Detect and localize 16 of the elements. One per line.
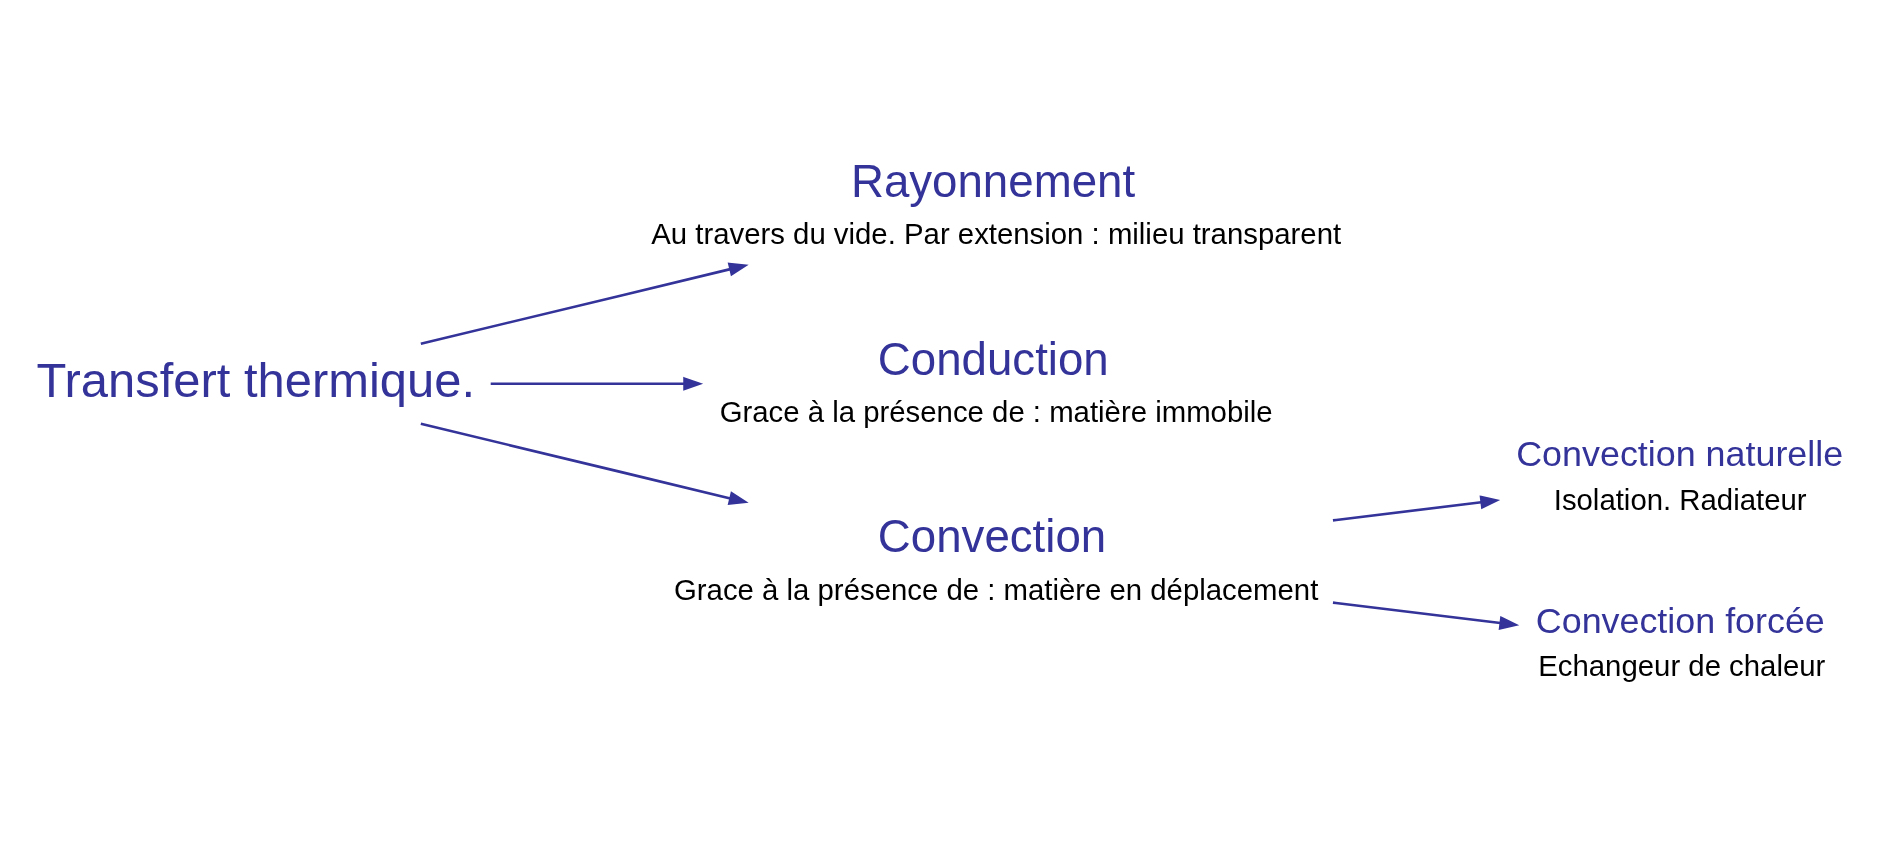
node-label: Grace à la présence de : matière immobile bbox=[719, 394, 1273, 428]
arrow bbox=[490, 376, 704, 391]
arrow bbox=[420, 422, 749, 505]
node-text: Rayonnement bbox=[850, 155, 1136, 207]
node-label: Isolation. Radiateur bbox=[1553, 482, 1807, 516]
arrow bbox=[1332, 601, 1520, 630]
node-text: Convection forcée bbox=[1535, 600, 1825, 641]
arrow bbox=[420, 262, 749, 346]
node-text: Convection naturelle bbox=[1516, 434, 1844, 475]
node-label: Au travers du vide. Par extension : milieu transparent bbox=[651, 217, 1342, 251]
node-text: Conduction bbox=[877, 333, 1109, 385]
node-label: Grace à la présence de : matière en déplacement bbox=[674, 572, 1319, 606]
node-label: Echangeur de chaleur bbox=[1538, 649, 1826, 683]
node-text: Convection bbox=[877, 511, 1107, 563]
arrow bbox=[1332, 495, 1501, 522]
node-text: Transfert thermique. bbox=[36, 352, 475, 407]
